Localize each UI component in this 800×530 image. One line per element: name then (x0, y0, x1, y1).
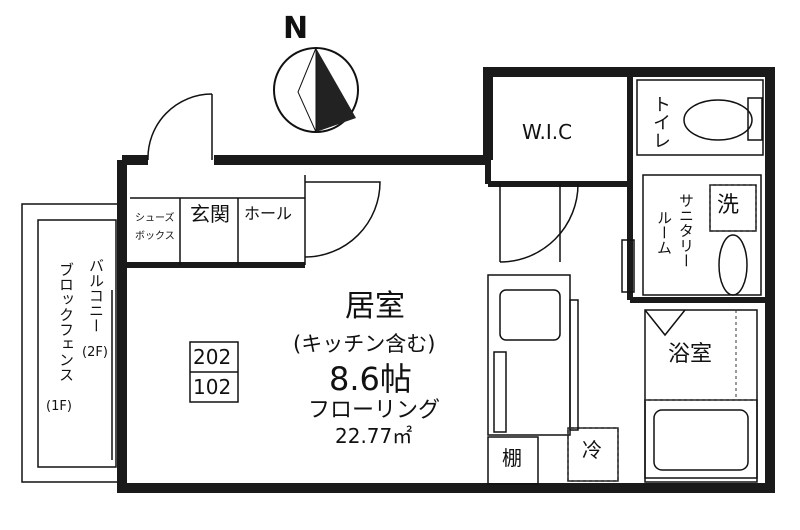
sanitary-label-2: ルーム (655, 210, 673, 255)
toilet-label: トイレ (650, 95, 671, 149)
unit-number-upper: 202 (193, 345, 232, 369)
shelf-label: 棚 (502, 446, 522, 470)
living-room-area: 22.77㎡ (335, 424, 413, 448)
shoe-box-label-2: ボックス (135, 231, 175, 242)
shoe-box-label-1: シューズ (135, 213, 175, 224)
fence-floor-1f: (1F) (46, 399, 72, 414)
fridge-label: 冷 (582, 438, 602, 462)
living-room-note: (キッチン含む) (293, 332, 436, 356)
north-label: N (283, 11, 309, 46)
bath-label: 浴室 (668, 342, 713, 367)
washer-label: 洗 (717, 193, 740, 218)
living-room-name: 居室 (345, 289, 405, 324)
balcony-floor-2f: (2F) (82, 345, 108, 360)
outer-walls (117, 67, 775, 493)
unit-number-lower: 102 (193, 375, 232, 399)
balcony-label: バルコニー (87, 258, 105, 333)
living-room-size: 8.6帖 (329, 360, 412, 398)
fence-label: ブロックフェンス (57, 262, 75, 382)
living-room-floor: フローリング (308, 398, 441, 423)
entrance-label: 玄関 (190, 202, 230, 226)
hall-label: ホール (244, 204, 293, 223)
entrance-door-icon (147, 93, 213, 161)
wic-label: W.I.C (522, 120, 573, 144)
compass-icon (273, 47, 359, 133)
unit-number-box (189, 341, 239, 403)
interior-walls (122, 72, 770, 303)
sanitary-label-1: サニタリー (677, 193, 695, 268)
